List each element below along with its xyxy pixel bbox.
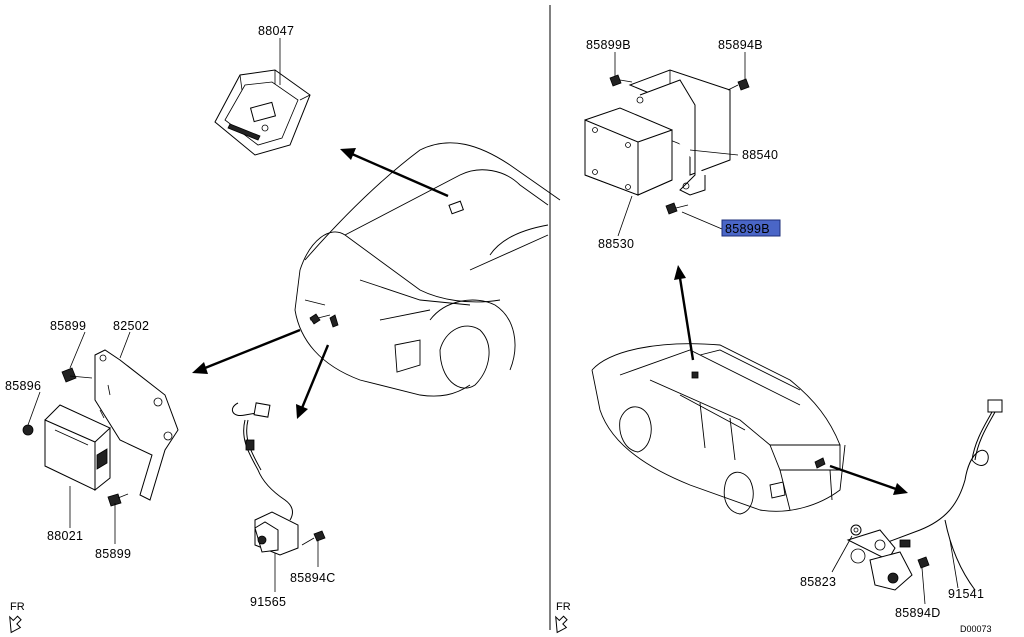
bolt-85894c (301, 530, 326, 546)
fr-orientation-right: FR (555, 601, 571, 634)
bolt-85894d (917, 556, 930, 569)
label-88530[interactable]: 88530 (598, 237, 634, 251)
arrows-left (192, 148, 449, 419)
label-85823[interactable]: 85823 (800, 575, 836, 589)
arrows-right (674, 265, 908, 495)
part-91541-harness (846, 399, 1003, 591)
label-91541[interactable]: 91541 (948, 587, 984, 601)
highlight-box-85899b (721, 219, 781, 237)
label-85894d[interactable]: 85894D (895, 606, 941, 620)
sedan-car-outline (294, 142, 561, 397)
label-88021[interactable]: 88021 (47, 529, 83, 543)
part-88047-bracket (214, 69, 311, 156)
bolts-right-module (609, 74, 750, 215)
label-88047[interactable]: 88047 (258, 24, 294, 38)
label-85896[interactable]: 85896 (5, 379, 41, 393)
label-82502[interactable]: 82502 (113, 319, 149, 333)
label-88540[interactable]: 88540 (742, 148, 778, 162)
fr-label-left: FR (10, 601, 25, 613)
label-85899b-upper[interactable]: 85899B (586, 38, 631, 52)
label-85899-lower[interactable]: 85899 (95, 547, 131, 561)
label-91565[interactable]: 91565 (250, 595, 286, 609)
van-car-outline (591, 343, 846, 515)
part-91565-harness (231, 402, 299, 556)
label-85894c[interactable]: 85894C (290, 571, 336, 585)
leaders-right (614, 52, 959, 605)
part-88530-module (584, 107, 673, 196)
fr-orientation-left: FR (9, 601, 25, 634)
fr-label-right: FR (556, 601, 571, 613)
label-85899-upper[interactable]: 85899 (50, 319, 86, 333)
clip-85823 (850, 524, 862, 536)
diagram-code: D00073 (960, 624, 992, 634)
part-82502-bracket (94, 349, 179, 501)
label-85894b[interactable]: 85894B (718, 38, 763, 52)
part-88021-module (44, 404, 111, 492)
leaders-left (27, 38, 319, 592)
bolts-left-module (22, 367, 129, 507)
label-85899b-highlighted[interactable]: 85899B (725, 222, 770, 236)
